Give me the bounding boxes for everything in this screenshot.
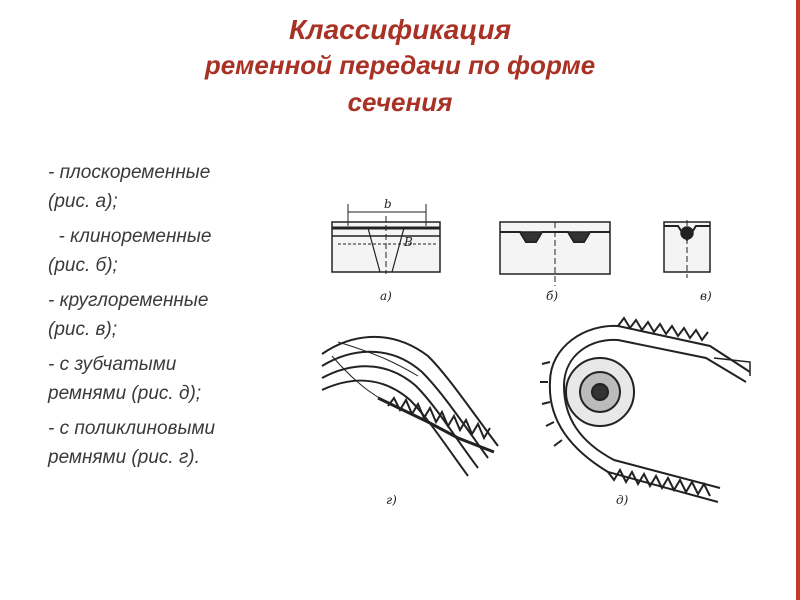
belt-sections-figure: b B а) б) в) <box>318 186 758 516</box>
bullet-text: - с зубчатыми <box>48 354 177 375</box>
toothed-belt-drawing <box>540 316 751 503</box>
bullet-text: - клиноременные <box>48 226 212 247</box>
belt-sections-drawing: b B а) б) в) <box>321 197 751 507</box>
bullet-list: - плоскоременные (рис. а); - клиноременн… <box>48 158 298 478</box>
v-belt-section <box>499 221 611 286</box>
poly-v-belt-drawing <box>321 336 499 477</box>
flat-belt-section <box>331 204 441 274</box>
bullet-ref: ремнями (рис. д); <box>48 383 202 404</box>
title-line-2: ременной передачи по форме <box>204 50 596 80</box>
bullet-ref: (рис. б); <box>48 255 118 276</box>
bullet-text: - круглоременные <box>48 290 209 311</box>
round-belt-section <box>663 220 711 278</box>
bullet-item-v-belt: - клиноременные (рис. б); <box>48 222 298 280</box>
caption-g: г) <box>386 493 397 507</box>
title-line-3: сечения <box>347 87 453 117</box>
bullet-item-toothed: - с зубчатыми ремнями (рис. д); <box>48 350 298 408</box>
caption-d: д) <box>616 493 629 507</box>
bullet-ref: (рис. в); <box>48 319 118 340</box>
right-accent-bar <box>796 0 800 600</box>
caption-v: в) <box>700 289 712 303</box>
bullet-item-flat: - плоскоременные (рис. а); <box>48 158 298 216</box>
caption-a: а) <box>380 289 392 303</box>
bullet-item-round: - круглоременные (рис. в); <box>48 286 298 344</box>
dimension-label-B: B <box>403 235 413 249</box>
caption-b: б) <box>546 289 558 303</box>
bullet-text: - плоскоременные <box>48 162 211 183</box>
dimension-label-b: b <box>384 197 392 211</box>
bullet-text: - с поликлиновыми <box>48 418 216 439</box>
slide-title: Классификация ременной передачи по форме… <box>150 14 650 120</box>
bullet-ref: (рис. а); <box>48 191 118 212</box>
title-line-1: Классификация <box>288 14 512 45</box>
bullet-ref: ремнями (рис. г). <box>48 447 200 468</box>
bullet-item-poly-v: - с поликлиновыми ремнями (рис. г). <box>48 414 298 472</box>
